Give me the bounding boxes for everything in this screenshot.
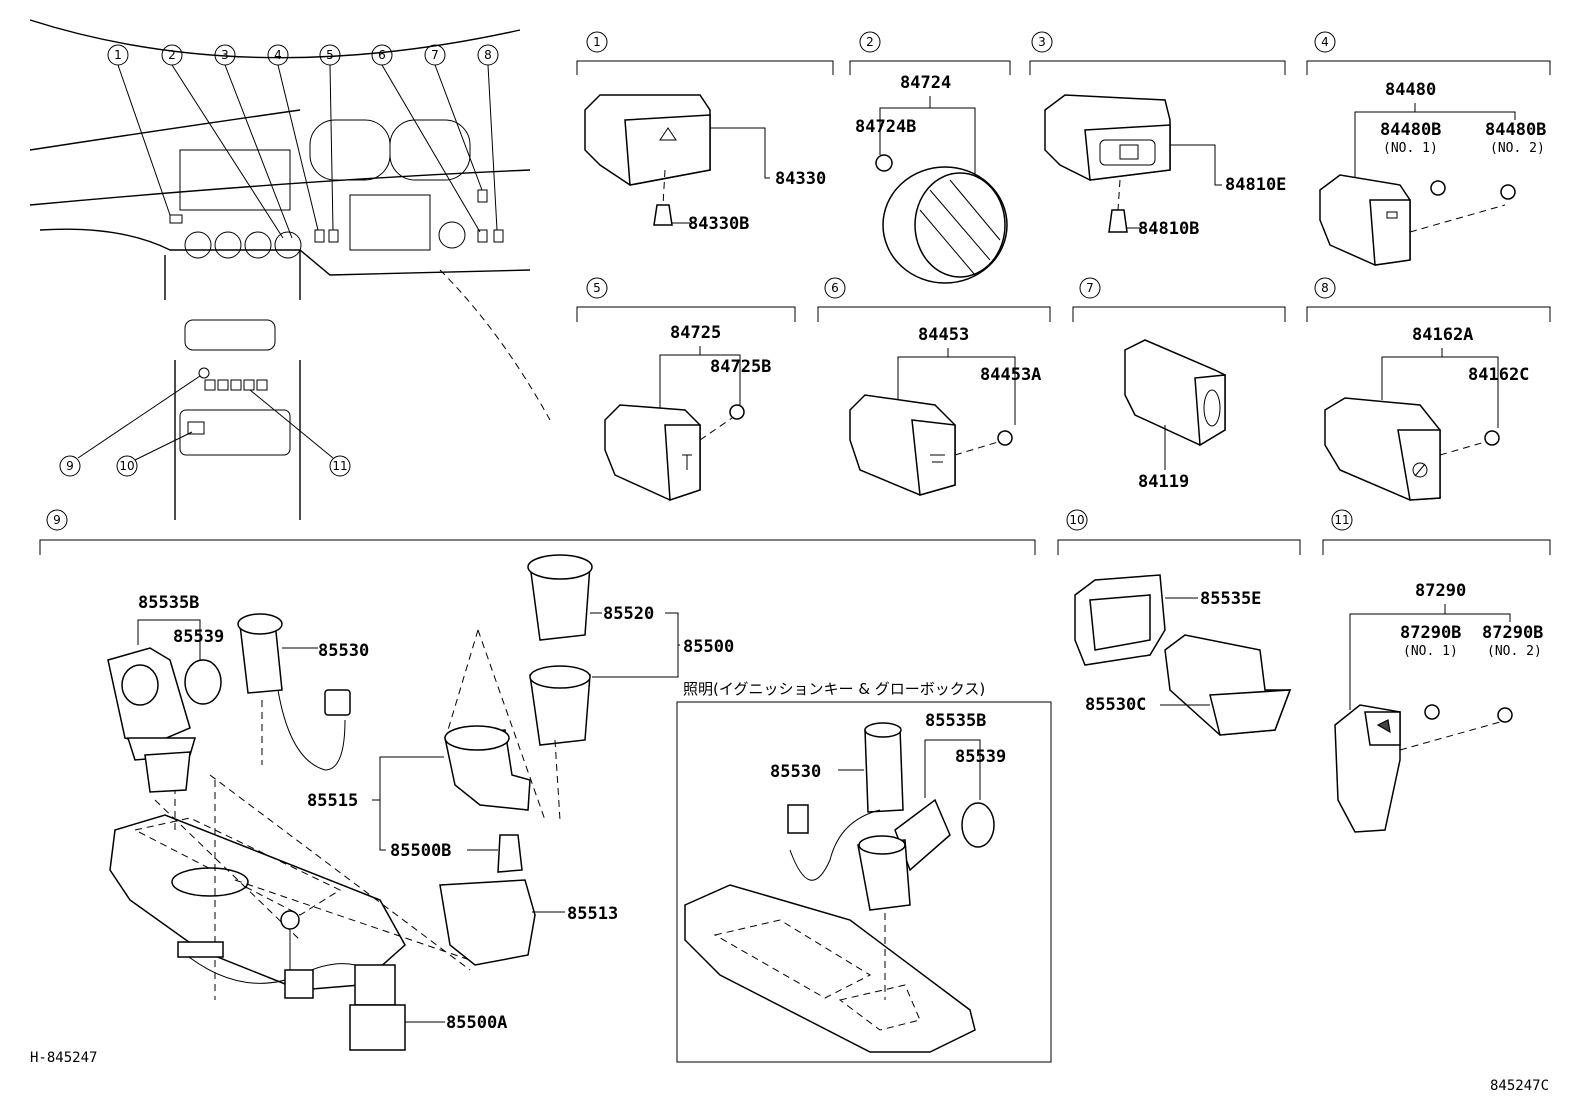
callout-number: 4 — [274, 48, 282, 62]
callout-3: 3 — [214, 44, 293, 239]
section-10: 10 85535E 85530C — [1057, 509, 1301, 736]
callout-number: 1 — [114, 48, 122, 62]
inset-caption: 照明(イグニッションキー & グローボックス) — [683, 680, 985, 698]
callout-number: 7 — [431, 48, 439, 62]
callout-number: 8 — [484, 48, 492, 62]
part-number-label: 85500 — [683, 637, 734, 657]
callout-7: 7 — [424, 44, 483, 191]
part-number-label: 85515 — [307, 791, 358, 811]
callout-number: 3 — [1038, 35, 1046, 49]
callout-11: 11 — [249, 389, 351, 477]
part-number-label: 84119 — [1138, 472, 1189, 492]
dashboard-overview — [29, 19, 551, 520]
inset-frame — [676, 701, 1052, 1063]
part-number-label: 87290B — [1482, 623, 1543, 643]
part-number-label: 87290 — [1415, 581, 1466, 601]
callout-number: 4 — [1321, 35, 1329, 49]
part-number-label: 84810B — [1138, 219, 1199, 239]
part-number-label: 84725B — [710, 357, 771, 377]
callout-number: 8 — [1321, 281, 1329, 295]
part-number-label: 84453A — [980, 365, 1041, 385]
callout-number: 9 — [53, 513, 61, 527]
part-number-label: 85535E — [1200, 589, 1261, 609]
part-number-label: 84725 — [670, 323, 721, 343]
part-number-label: 84453 — [918, 325, 969, 345]
callout-number: 2 — [866, 35, 874, 49]
callout-number: 10 — [1069, 513, 1084, 527]
callout-6: 6 — [371, 44, 481, 233]
part-number-label: 84724B — [855, 117, 916, 137]
part-number-label: 85539 — [173, 627, 224, 647]
callout-number: 2 — [168, 48, 176, 62]
part-number-label: 84162C — [1468, 365, 1529, 385]
callout-number: 7 — [1086, 281, 1094, 295]
section-9: 9 85535B 85539 85530 85520 8550 — [39, 509, 1036, 1051]
callout-number: 5 — [326, 48, 334, 62]
diagram-id: H-845247 — [30, 1050, 97, 1066]
part-number-label: 84330 — [775, 169, 826, 189]
section-2: 2 84724 84724B — [849, 31, 1011, 284]
callout-number: 11 — [1334, 513, 1349, 527]
section-7: 7 84119 — [1072, 277, 1286, 492]
section-5: 5 84725 84725B — [576, 277, 796, 502]
part-number-label: (NO. 1) — [1383, 141, 1438, 156]
part-number-label: 85500A — [446, 1013, 507, 1033]
callout-number: 5 — [593, 281, 601, 295]
part-number-label: (NO. 2) — [1487, 644, 1542, 659]
callout-8: 8 — [477, 44, 499, 231]
section-8: 8 84162A 84162C — [1306, 277, 1551, 501]
part-number-label: 85535B — [138, 593, 199, 613]
figure-code: 845247C — [1490, 1078, 1549, 1094]
section-1: 1 84330 84330B — [576, 31, 834, 234]
callout-5: 5 — [319, 44, 341, 231]
part-number-label: 85535B — [925, 711, 986, 731]
part-number-label: 84330B — [688, 214, 749, 234]
part-number-label: 84480B — [1485, 120, 1546, 140]
callout-number: 6 — [378, 48, 386, 62]
callout-10: 10 — [116, 431, 193, 477]
callout-number: 11 — [332, 459, 347, 473]
part-number-label: 84724 — [900, 73, 951, 93]
part-number-label: (NO. 2) — [1490, 141, 1545, 156]
part-number-label: 84480 — [1385, 80, 1436, 100]
callout-number: 10 — [119, 459, 134, 473]
part-number-label: 85530 — [318, 641, 369, 661]
part-number-label: 85513 — [567, 904, 618, 924]
part-number-label: 87290B — [1400, 623, 1461, 643]
part-number-label: 84810E — [1225, 175, 1286, 195]
part-number-label: 85500B — [390, 841, 451, 861]
section-3: 3 84810E 84810B — [1029, 31, 1286, 239]
part-number-label: 85530C — [1085, 695, 1146, 715]
section-6: 6 84453 84453A — [817, 277, 1051, 496]
part-number-label: 85520 — [603, 604, 654, 624]
part-number-label: 84480B — [1380, 120, 1441, 140]
section-4: 4 84480 84480B (NO. 1) 84480B (NO. 2) — [1306, 31, 1551, 266]
callout-9: 9 — [59, 375, 201, 477]
part-number-label: (NO. 1) — [1403, 644, 1458, 659]
overview-callouts: 1 2 3 4 5 6 7 8 9 10 11 — [59, 44, 499, 477]
callout-1: 1 — [107, 44, 171, 216]
callout-number: 6 — [831, 281, 839, 295]
callout-2: 2 — [161, 44, 284, 239]
callout-number: 1 — [593, 35, 601, 49]
part-number-label: 85530 — [770, 762, 821, 782]
part-number-label: 85539 — [955, 747, 1006, 767]
section-11: 11 87290 87290B (NO. 1) 87290B (NO. 2) — [1322, 509, 1551, 833]
part-number-label: 84162A — [1412, 325, 1473, 345]
callout-number: 9 — [66, 459, 74, 473]
callout-number: 3 — [221, 48, 229, 62]
section-9-inset: 照明(イグニッションキー & グローボックス) 85530 85535B 855… — [676, 680, 1052, 1063]
callout-4: 4 — [267, 44, 319, 231]
